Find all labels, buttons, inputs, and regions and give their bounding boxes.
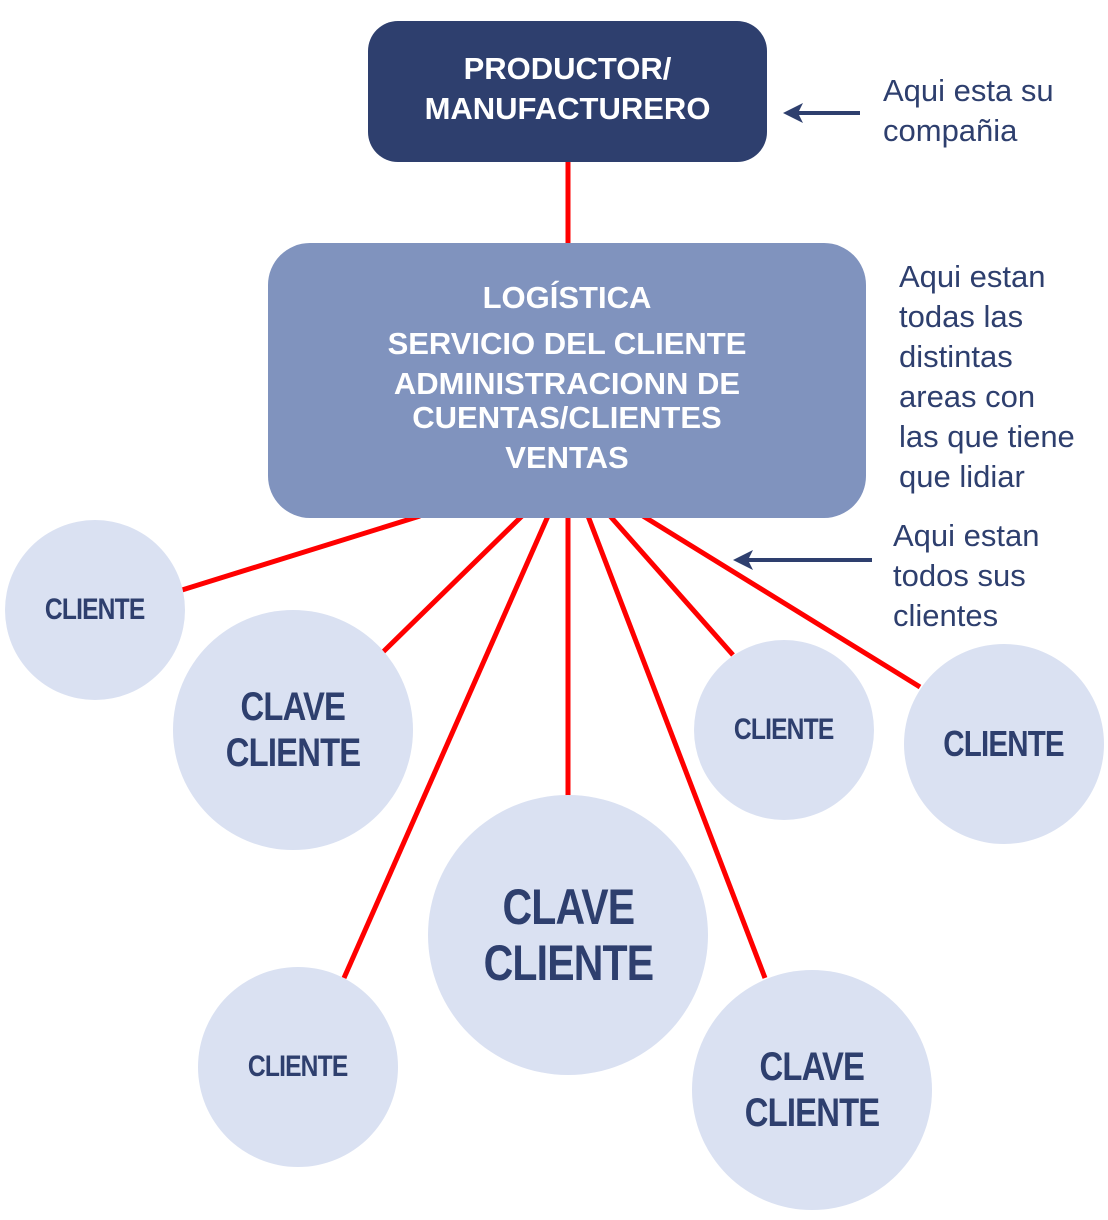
arrow-left-icon [733,550,753,570]
note-areas: Aqui estan todas las distintas areas con… [899,259,1075,494]
area-customer-service: SERVICIO DEL CLIENTE [387,325,747,361]
note-clients: Aqui estan todos sus clientes [893,518,1040,633]
arrow-left-icon [783,103,803,123]
key-client-node: CLAVE CLIENTE [692,970,932,1210]
key-client-node: CLAVE CLIENTE [173,610,413,850]
producer-label-line-1: PRODUCTOR/ [463,50,672,86]
client-node: CLIENTE [904,644,1104,844]
key-client-label-line-2: CLIENTE [483,935,653,991]
area-account-management-line-2: CUENTAS/CLIENTES [412,399,722,435]
connector-areas-to-client-6 [641,513,922,690]
connector-areas-to-client-7 [585,515,768,979]
arrow-to-clients [733,550,872,570]
arrow-to-company [783,103,860,123]
client-label: CLIENTE [45,593,145,626]
key-client-node: CLAVE CLIENTE [428,795,708,1075]
business-areas-box: LOGÍSTICA SERVICIO DEL CLIENTE ADMINISTR… [268,243,866,518]
area-sales: VENTAS [505,439,629,475]
connector-areas-to-client-2 [381,514,524,654]
client-label: CLIENTE [734,713,834,746]
client-label: CLIENTE [943,723,1065,764]
connector-areas-to-client-1 [181,513,421,593]
note-company: Aqui esta su compañia [883,73,1054,148]
client-label: CLIENTE [248,1050,348,1083]
producer-label-line-2: MANUFACTURERO [424,90,711,126]
producer-box: PRODUCTOR/ MANUFACTURERO [368,21,767,162]
key-client-label-line-1: CLAVE [502,879,635,935]
client-node: CLIENTE [694,640,874,820]
key-client-label-line-1: CLAVE [240,685,346,729]
client-node: CLIENTE [198,967,398,1167]
key-client-label-line-2: CLIENTE [744,1091,880,1135]
connector-areas-to-client-5 [608,514,735,657]
connector-areas-to-client-4 [341,514,551,980]
area-account-management-line-1: ADMINISTRACIONN DE [393,365,741,401]
area-logistics: LOGÍSTICA [482,279,652,315]
key-client-label-line-1: CLAVE [759,1045,865,1089]
key-client-label-line-2: CLIENTE [225,731,361,775]
client-node: CLIENTE [5,520,185,700]
